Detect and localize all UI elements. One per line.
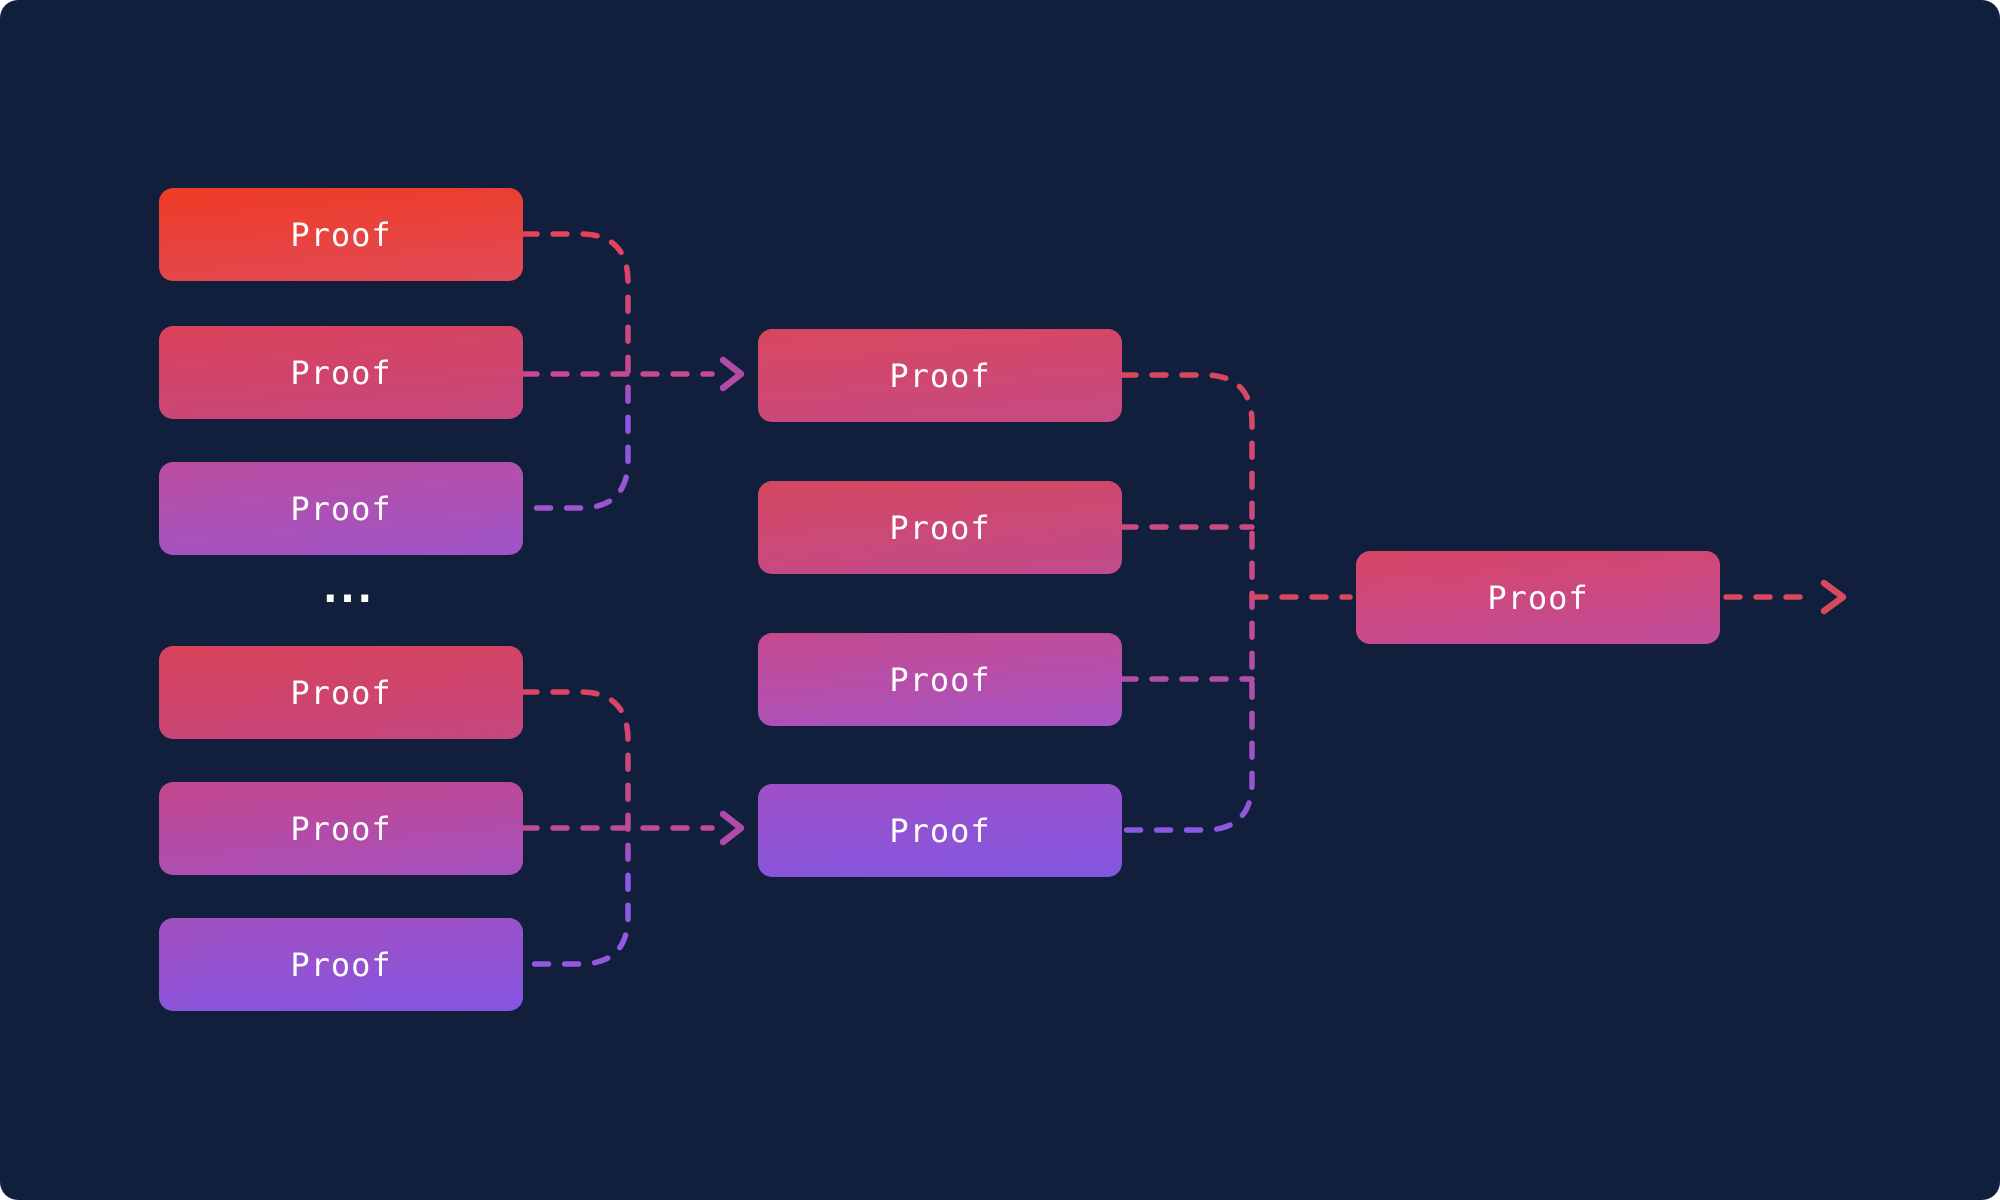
proof-node-label: Proof	[290, 215, 392, 254]
proof-node-left-6: Proof	[159, 918, 523, 1011]
proof-node-label: Proof	[889, 508, 991, 547]
proof-node-middle-2: Proof	[758, 481, 1122, 574]
proof-node-label: Proof	[290, 673, 392, 712]
proof-node-left-3: Proof	[159, 462, 523, 555]
right-bracket-connector	[1119, 372, 1255, 833]
proof-node-middle-1: Proof	[758, 329, 1122, 422]
proof-node-middle-4: Proof	[758, 784, 1122, 877]
output-arrowhead-icon	[1820, 579, 1847, 615]
proof-node-label: Proof	[889, 811, 991, 850]
proof-node-label: Proof	[1487, 578, 1589, 617]
proof-node-label: Proof	[290, 489, 392, 528]
proof-node-label: Proof	[290, 809, 392, 848]
ellipsis-dots: ...	[317, 563, 378, 612]
proof-node-middle-3: Proof	[758, 633, 1122, 726]
lower-arrowhead-icon	[719, 810, 745, 846]
proof-node-final: Proof	[1356, 551, 1720, 644]
proof-node-label: Proof	[290, 945, 392, 984]
proof-node-left-1: Proof	[159, 188, 523, 281]
proof-node-left-5: Proof	[159, 782, 523, 875]
proof-node-label: Proof	[889, 660, 991, 699]
proof-node-label: Proof	[290, 353, 392, 392]
proof-node-label: Proof	[889, 356, 991, 395]
proof-node-left-2: Proof	[159, 326, 523, 419]
proof-node-left-4: Proof	[159, 646, 523, 739]
upper-left-bracket-connector	[520, 231, 631, 511]
upper-arrowhead-icon	[719, 356, 745, 392]
